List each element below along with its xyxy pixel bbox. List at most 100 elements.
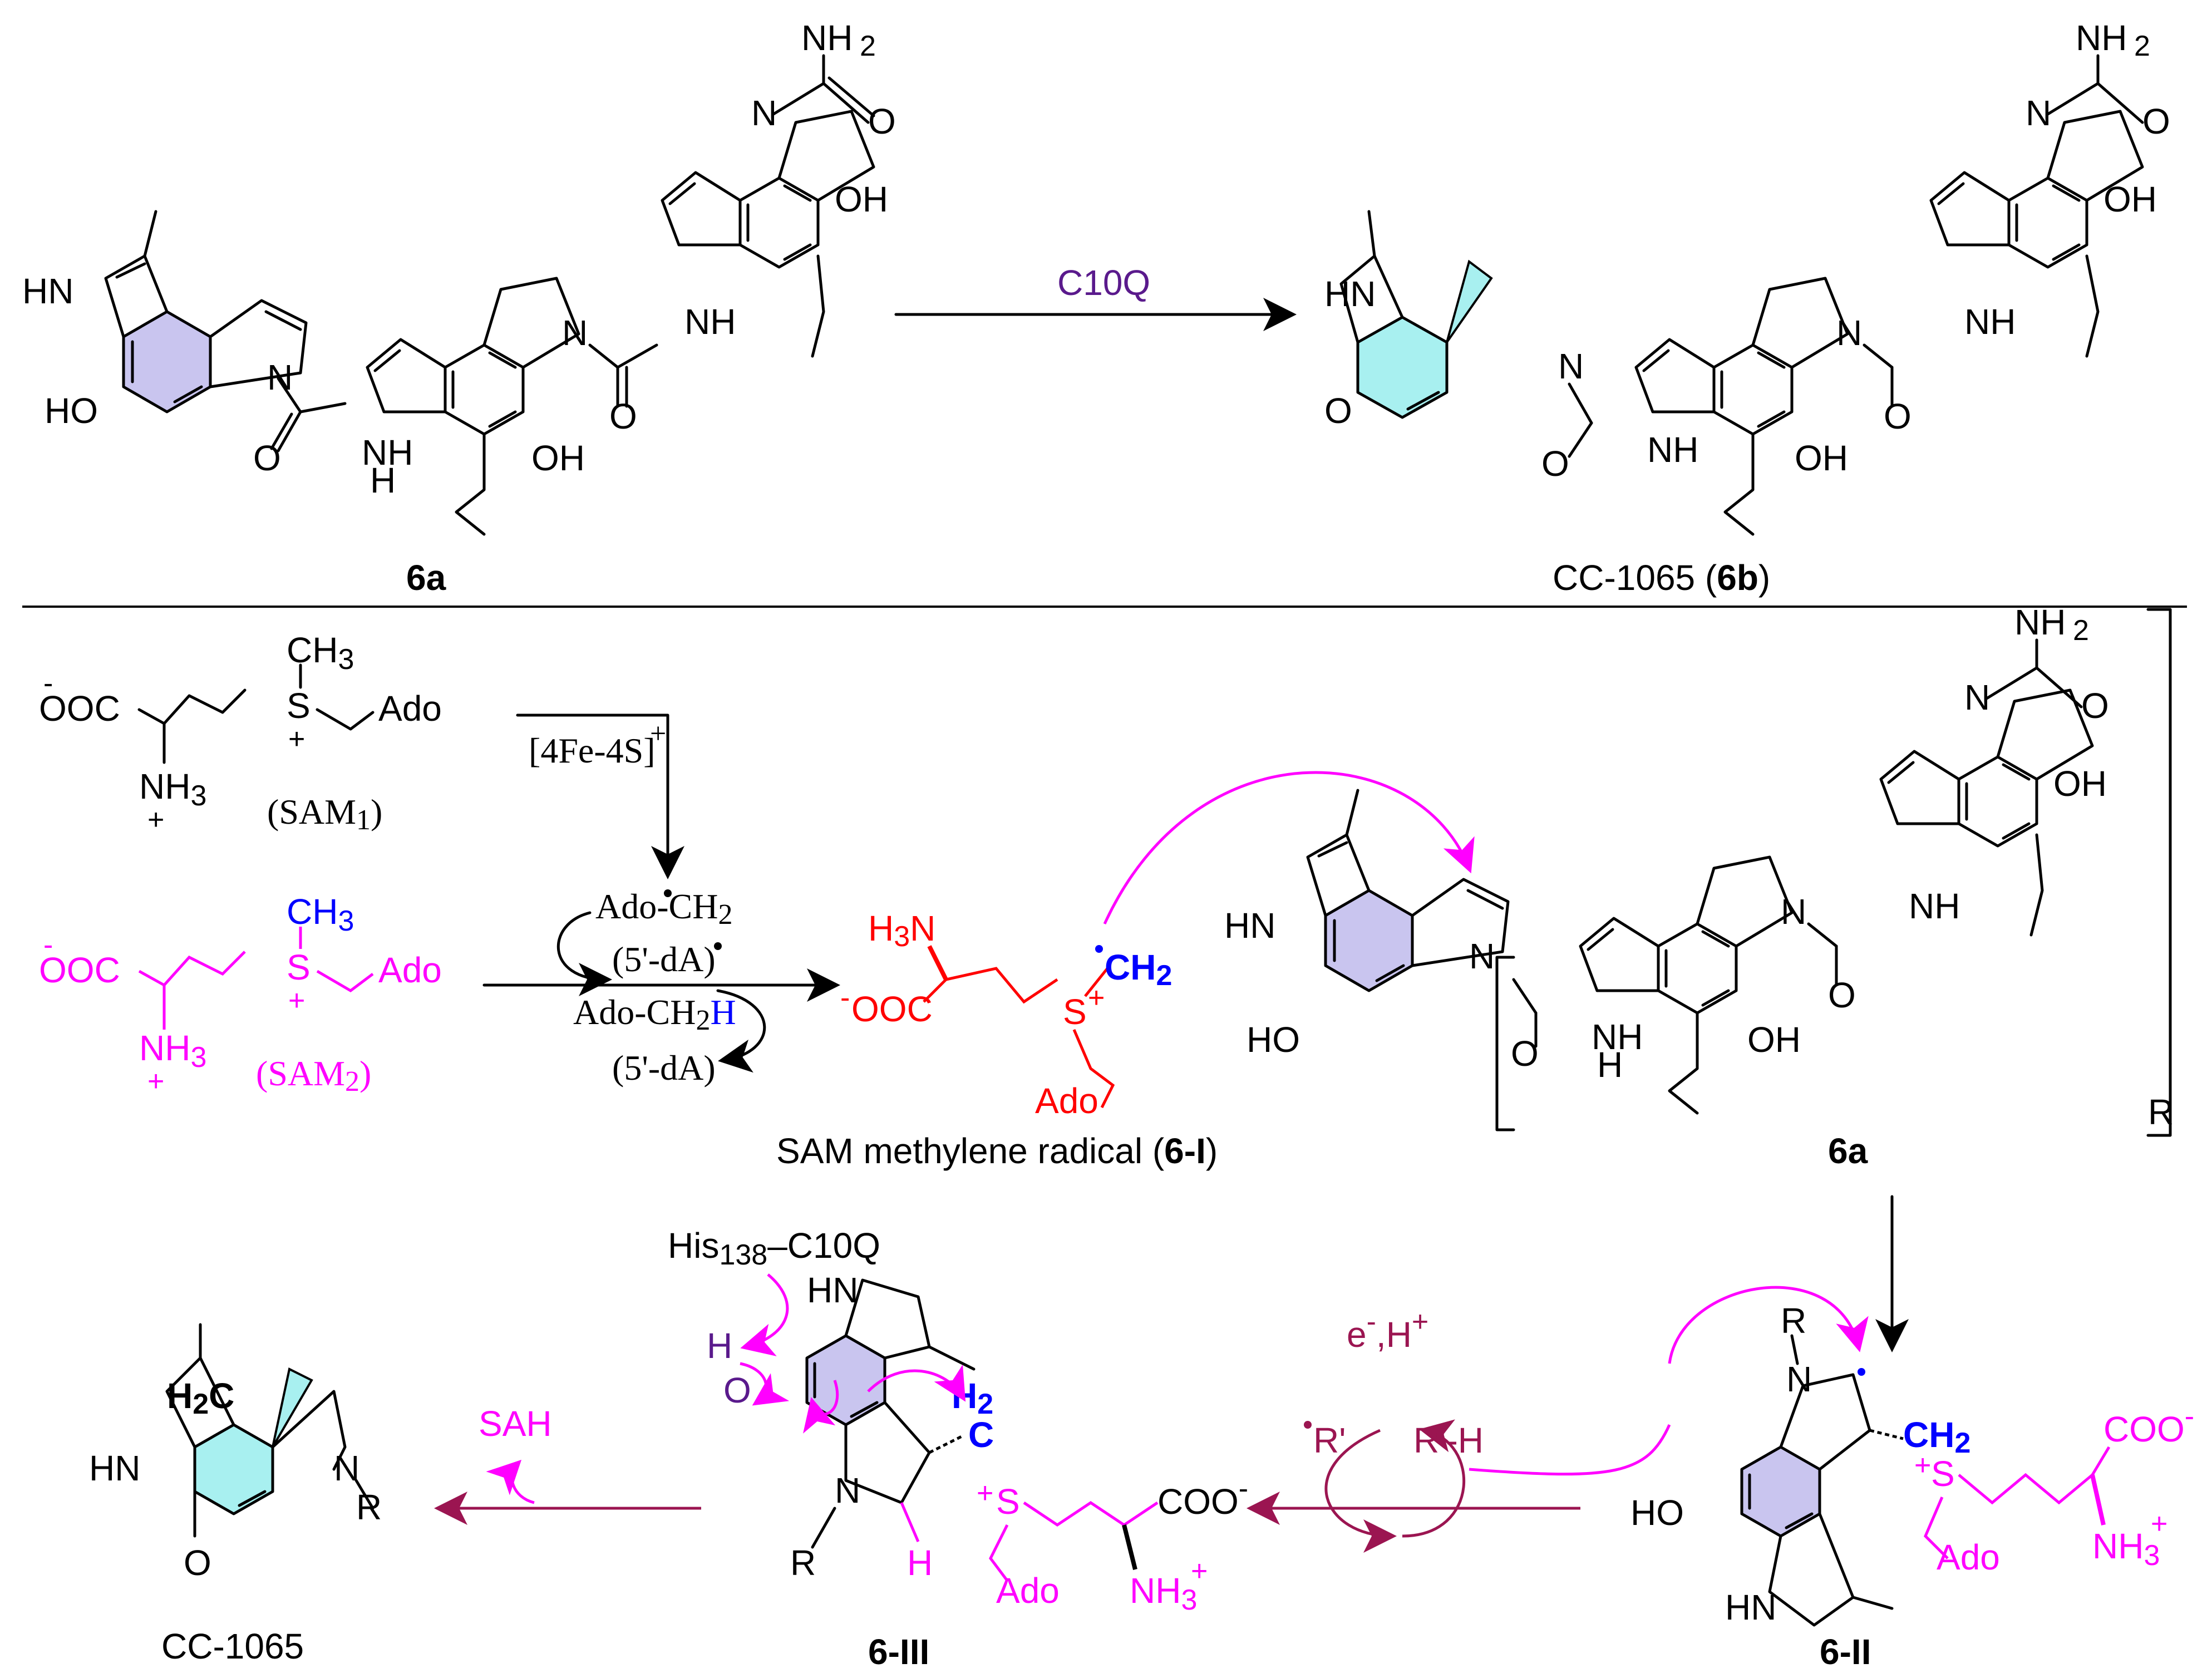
- atom-label-h2-6iii: H: [907, 1543, 933, 1583]
- label-sam2: (SAM2): [256, 1054, 371, 1098]
- ado-sam2: Ado: [378, 950, 442, 990]
- atom-label-hn-6ii: HN: [1725, 1587, 1776, 1627]
- atom-label-hn-cc: HN: [89, 1448, 140, 1488]
- cofactor-charge: +: [650, 718, 666, 750]
- atom-label-nh-mid: NH: [1592, 1017, 1643, 1057]
- atom-label-nh2-amide: NH: [801, 18, 853, 58]
- ooc-6i: OOC: [851, 989, 933, 1029]
- atom-label-n: N: [267, 357, 293, 397]
- atom-label-oh-mid: OH: [1747, 1020, 1801, 1060]
- atom-label-r-cc: R: [356, 1487, 382, 1527]
- nh3-sam1: NH3: [139, 766, 206, 812]
- atom-label-nh2-mid: NH: [1909, 886, 1960, 926]
- ooc-sam2: OOC: [39, 950, 120, 990]
- ado-6i: Ado: [1035, 1081, 1098, 1121]
- atom-label-nh-6b: NH: [1647, 430, 1698, 470]
- compound-cc1065-bottom: HN O H2C N R CC-1065: [89, 1323, 382, 1666]
- ado-ch2-radical: Ado-CH2: [595, 887, 732, 931]
- enzyme-label-c10q: C10Q: [1057, 263, 1150, 303]
- plus-s-6ii: +: [1914, 1449, 1931, 1482]
- atom-label-o: O: [253, 438, 281, 478]
- arrow-sah: SAH: [434, 1404, 701, 1525]
- subscript-2-mid: 2: [2073, 614, 2089, 647]
- label-6a-middle: 6a: [1828, 1131, 1868, 1171]
- nh3-6ii: NH3: [2092, 1526, 2160, 1572]
- atom-label-oh2: OH: [835, 179, 888, 219]
- sah-label: SAH: [479, 1404, 552, 1444]
- minus-6i: -: [840, 982, 850, 1014]
- dA-radical: (5'-dA): [612, 939, 716, 979]
- atom-label-h-mid: H: [1597, 1045, 1623, 1085]
- atom-label-r-6ii: R: [1781, 1301, 1806, 1341]
- atom-label-o-6b: O: [1324, 391, 1352, 431]
- atom-label-n-6b: N: [1558, 346, 1584, 386]
- minus-sam1: -: [43, 667, 53, 700]
- ch2-radical-6i: CH2: [1105, 947, 1172, 992]
- label-6i: SAM methylene radical (6-I): [776, 1131, 1218, 1171]
- atom-label-o2: O: [609, 396, 637, 436]
- plus-nh3-6ii: +: [2151, 1508, 2167, 1540]
- atom-label-h: H: [370, 460, 396, 500]
- sam-methylene-radical: H3N - OOC S + CH2 Ado SAM methylene radi…: [776, 771, 1475, 1171]
- atom-label-n2: N: [562, 313, 588, 353]
- atom-label-ho-6ii: HO: [1630, 1493, 1684, 1533]
- atom-label-h-6iii: H: [707, 1326, 732, 1366]
- ch3-sam2: CH3: [287, 892, 354, 937]
- sam1: OOC - NH3 + S + CH3 Ado (SAM1): [39, 630, 442, 836]
- atom-label-ho-mid: HO: [1247, 1020, 1300, 1060]
- compound-6-III: HN O H N R H H2 C + S COO- NH3 + Ado 6-I…: [668, 1226, 1248, 1672]
- atom-label-n-mid: N: [1469, 936, 1495, 976]
- atom-label-hn-6b: HN: [1324, 274, 1376, 314]
- s-6ii: S: [1931, 1454, 1955, 1494]
- subscript-2-6b: 2: [2134, 30, 2150, 62]
- sam2: OOC - NH3 + S + CH3 Ado (SAM2): [39, 892, 442, 1098]
- compound-6-II: N R CH2 HO HN + S COO- NH3 + Ado 6-II: [1469, 1286, 2194, 1672]
- compound-6a-middle: HN HO N O NH H OH N O NH OH N O NH 2 R 6…: [1224, 602, 2174, 1171]
- hat-cycle: R' R'-H e-,H+: [1247, 1306, 1580, 1553]
- atom-label-n-6iii: N: [835, 1470, 860, 1510]
- dA: (5'-dA): [612, 1048, 716, 1087]
- atom-label-o3-mid: O: [2081, 686, 2109, 726]
- atom-label-oh: OH: [531, 438, 585, 478]
- atom-label-n-6ii: N: [1786, 1359, 1812, 1399]
- atom-label-nh2-amide-6b: NH: [2076, 18, 2127, 58]
- plus-nh3-sam1: +: [147, 804, 164, 836]
- atom-label-hn: HN: [22, 271, 73, 311]
- r-prime-radical: R': [1313, 1420, 1346, 1460]
- subscript-2: 2: [860, 30, 876, 62]
- atom-label-n2-mid: N: [1781, 892, 1806, 932]
- atom-label-o-cc: O: [184, 1543, 211, 1583]
- plus-nh3-sam2: +: [147, 1065, 164, 1098]
- label-6a-top: 6a: [406, 558, 446, 598]
- h3n-6i: H3N: [868, 908, 935, 953]
- plus-s-sam1: +: [288, 723, 305, 755]
- plus-nh3-6iii: +: [1191, 1555, 1208, 1587]
- c-6iii: C: [968, 1415, 994, 1455]
- cofactor-label: [4Fe-4S]: [529, 731, 656, 770]
- plus-s-sam2: +: [288, 985, 305, 1017]
- compound-6b: HN O N O NH OH N O NH OH N O NH 2 CC-106…: [1324, 18, 2170, 598]
- ch3-sam1: CH3: [287, 630, 354, 676]
- s-sam2: S: [287, 947, 311, 987]
- coo-6iii: COO-: [1157, 1473, 1248, 1522]
- ado-sam1: Ado: [378, 688, 442, 729]
- atom-label-oh2-mid: OH: [2053, 764, 2107, 804]
- label-cc1065-bottom: CC-1065: [161, 1626, 304, 1666]
- arrow-c10q: C10Q: [894, 263, 1297, 331]
- ch2-6ii: CH2: [1903, 1415, 1970, 1459]
- atom-label-nh: NH: [362, 432, 413, 473]
- s-sam1: S: [287, 686, 311, 726]
- ado-6ii: Ado: [1937, 1537, 2000, 1577]
- label-6-III: 6-III: [868, 1632, 929, 1672]
- cofactor-arrow: [4Fe-4S] +: [516, 713, 684, 879]
- h2-6iii: H2: [952, 1376, 993, 1420]
- label-6-II: 6-II: [1820, 1632, 1871, 1672]
- e-h-plus: e-,H+: [1347, 1306, 1428, 1355]
- minus-sam2: -: [43, 929, 53, 961]
- atom-label-ho: HO: [45, 391, 98, 431]
- r-prime-h: R'-H: [1413, 1420, 1484, 1460]
- atom-label-n2-6b: N: [1836, 313, 1862, 353]
- atom-label-oh-6b: OH: [1795, 438, 1848, 478]
- atom-label-r-6iii: R: [790, 1543, 816, 1583]
